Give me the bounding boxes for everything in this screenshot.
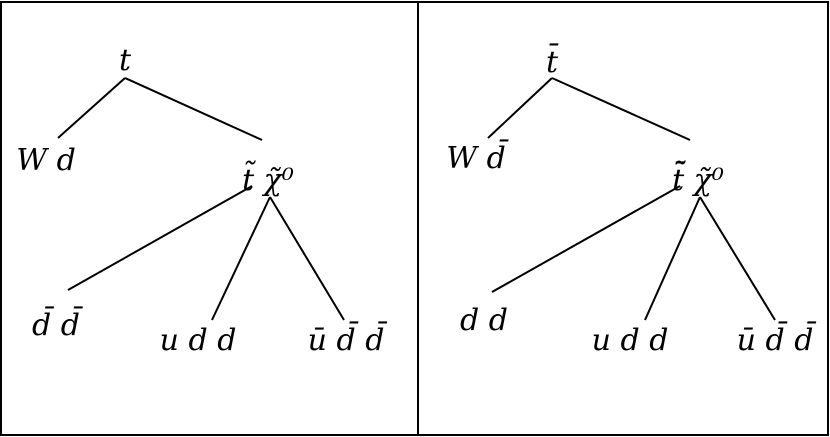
edge-root-to-left (57, 77, 126, 139)
leaf-label: u d d (160, 323, 237, 358)
left-child-label: W d (16, 143, 76, 178)
edge-neutralino-to-leaf3 (699, 196, 776, 321)
panel-right-antitop-decay: t̄ W d̄ t̃̄ χ̃⁰ d d u d d ū d̄ d̄ (446, 42, 816, 358)
left-child-label: W d̄ (446, 138, 509, 176)
root-particle-label: t (119, 43, 132, 78)
edge-root-to-left (487, 77, 553, 139)
edge-stop-to-leaf1 (491, 185, 681, 293)
edge-neutralino-to-leaf2 (211, 196, 271, 321)
leaf-label: d d (460, 303, 508, 338)
root-particle-label: t̄ (546, 42, 559, 80)
right-child-label: t̃ χ̃⁰ (242, 160, 294, 198)
panel-left-top-decay: t W d t̃ χ̃⁰ d̄ d̄ u d d ū d̄ d̄ (16, 43, 387, 358)
edge-root-to-right (551, 77, 691, 141)
leaf-label: u d d (592, 323, 669, 358)
leaf-label: ū d̄ d̄ (737, 320, 817, 358)
edge-neutralino-to-leaf3 (269, 196, 345, 321)
leaf-label: ū d̄ d̄ (308, 320, 388, 358)
edge-root-to-right (124, 77, 263, 141)
edge-neutralino-to-leaf2 (644, 196, 701, 321)
leaf-label: d̄ d̄ (32, 305, 83, 343)
edge-stop-to-leaf1 (67, 185, 253, 291)
right-child-label: t̃̄ χ̃⁰ (672, 160, 724, 198)
